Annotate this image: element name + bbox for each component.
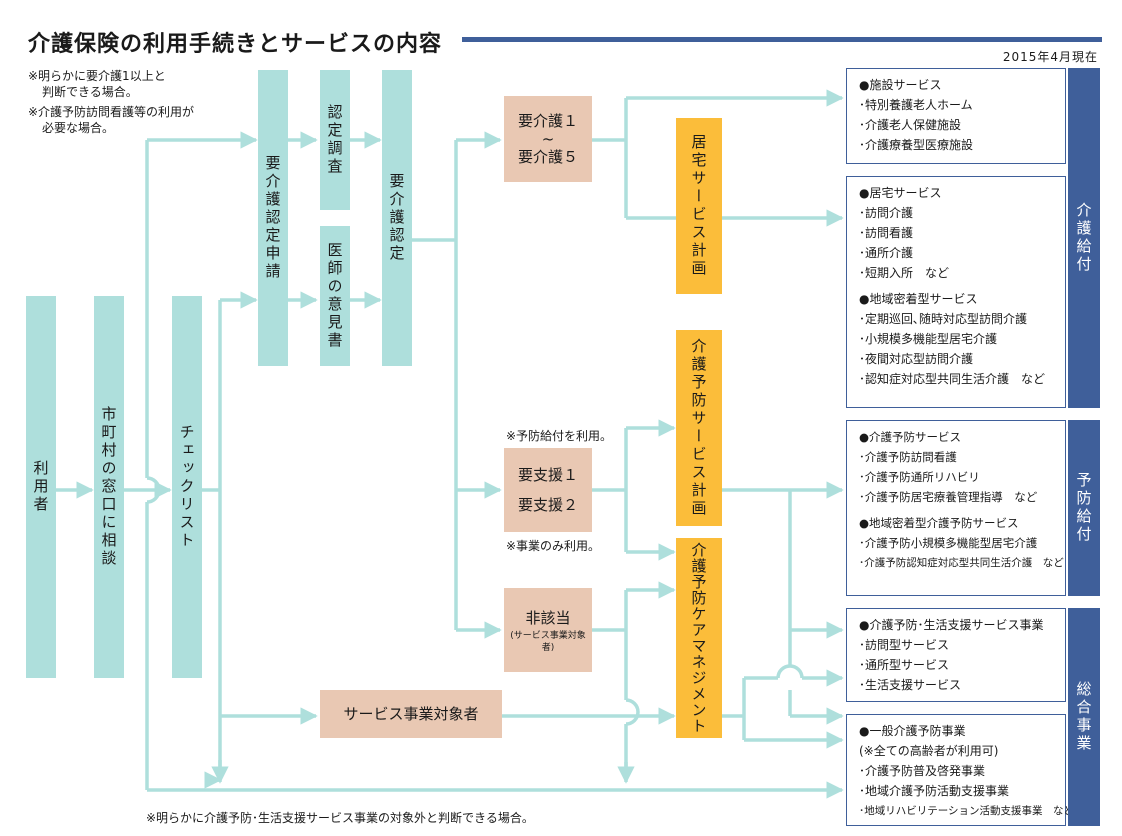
panel-item: ･介護老人保健施設 — [859, 118, 962, 132]
youshien-label: 要支援２ — [517, 496, 578, 514]
certification-box: 要介護認定 — [382, 70, 412, 366]
panel-heading: ●居宅サービス — [859, 186, 942, 200]
youshien-label: 要支援１ — [517, 466, 578, 484]
application-box: 要介護認定申請 — [258, 70, 288, 366]
panel-item: ･訪問型サービス — [859, 638, 950, 652]
higaitou-label: 非該当 — [525, 609, 571, 627]
higaitou-box: 非該当 (サービス事業対象者) — [504, 588, 592, 672]
panel-item: ･通所型サービス — [859, 658, 950, 672]
panel-item: ･地域介護予防活動支援事業 — [859, 784, 1010, 798]
panel-general-prevention: ●一般介護予防事業 (※全ての高齢者が利用可) ･介護予防普及啓発事業 ･地域介… — [846, 714, 1075, 826]
panel-item: ･通所介護 — [859, 246, 914, 260]
youshien-box: 要支援１ 要支援２ — [504, 448, 592, 532]
panel-heading: ●施設サービス — [859, 78, 942, 92]
panel-item: ･特別養護老人ホーム — [859, 98, 973, 112]
panel-item: ･生活支援サービス — [859, 678, 962, 692]
panel-heading: ●介護予防･生活支援サービス事業 — [859, 618, 1044, 632]
note-line: 必要な場合。 — [42, 121, 115, 135]
note-houmon: ※介護予防訪問看護等の利用が 必要な場合。 — [28, 104, 194, 136]
note-bottom: ※明らかに介護予防･生活支援サービス事業の対象外と判断できる場合。 — [146, 811, 534, 825]
panel-item: ･介護予防居宅療養管理指導 など — [859, 490, 1038, 504]
category-yobou-kyufu: 予防給付 — [1068, 420, 1100, 596]
panel-subheading: (※全ての高齢者が利用可) — [859, 744, 999, 758]
panel-item: ･訪問介護 — [859, 206, 914, 220]
panel-item: ･小規模多機能型居宅介護 — [859, 332, 998, 346]
panel-item: ･訪問看護 — [859, 226, 914, 240]
as-of-date: 2015年4月現在 — [1002, 50, 1098, 64]
panel-heading: ●地域密着型サービス — [859, 292, 978, 306]
panel-item: ･定期巡回､随時対応型訪問介護 — [859, 312, 1028, 326]
title-rule — [462, 37, 1102, 42]
panel-heading: ●一般介護予防事業 — [859, 724, 966, 738]
panel-item: ･介護予防認知症対応型共同生活介護 など — [859, 557, 1064, 569]
panel-item: ･介護療養型医療施設 — [859, 138, 974, 152]
panel-heading: ●介護予防サービス — [859, 430, 962, 444]
page-title: 介護保険の利用手続きとサービスの内容 — [28, 32, 443, 57]
panel-facility-services: ●施設サービス ･特別養護老人ホーム ･介護老人保健施設 ･介護療養型医療施設 — [846, 68, 1066, 164]
panel-home-services: ●居宅サービス ･訪問介護 ･訪問看護 ･通所介護 ･短期入所 など ●地域密着… — [846, 176, 1066, 408]
yokaigo-tilde: ~ — [541, 130, 555, 148]
panel-item: ･短期入所 など — [859, 266, 950, 280]
yokaigo-label: 要介護１ — [517, 112, 578, 130]
panel-item: ･介護予防普及啓発事業 — [859, 764, 986, 778]
doctor-opinion-box: 医師の意見書 — [320, 226, 350, 366]
panel-item: ･認知症対応型共同生活介護 など — [859, 372, 1046, 386]
yokaigo-label: 要介護５ — [517, 148, 578, 166]
care-management-box: 介護予防ケアマネジメント — [676, 538, 722, 738]
panel-item: ･地域リハビリテーション活動支援事業 など — [859, 805, 1075, 817]
user-box: 利用者 — [26, 296, 56, 678]
municipal-window-box: 市町村の窓口に相談 — [94, 296, 124, 678]
checklist-box: チェックリスト — [172, 296, 202, 678]
panel-item: ･介護予防訪問看護 — [859, 450, 957, 464]
panel-prevention-services: ●介護予防サービス ･介護予防訪問看護 ･介護予防通所リハビリ ･介護予防居宅療… — [846, 420, 1066, 596]
note-line: ※介護予防訪問看護等の利用が — [28, 105, 195, 119]
note-line: 判断できる場合。 — [42, 85, 138, 99]
panel-item: ･介護予防小規模多機能型居宅介護 — [859, 536, 1038, 550]
category-kaigo-kyufu: 介護給付 — [1068, 68, 1100, 408]
note-line: ※明らかに要介護1以上と — [28, 69, 166, 83]
panel-item: ･夜間対応型訪問介護 — [859, 352, 974, 366]
note-jigyou-nomi: ※事業のみ利用。 — [506, 539, 601, 553]
care-plan-box: 居宅サービス計画 — [676, 118, 722, 294]
panel-heading: ●地域密着型介護予防サービス — [859, 516, 1019, 530]
panel-item: ･介護予防通所リハビリ — [859, 470, 980, 484]
panel-life-support: ●介護予防･生活支援サービス事業 ･訪問型サービス ･通所型サービス ･生活支援… — [846, 608, 1066, 702]
category-sougou-jigyou: 総合事業 — [1068, 608, 1100, 826]
yokaigo-box: 要介護１ ~ 要介護５ — [504, 96, 592, 182]
survey-box: 認定調査 — [320, 70, 350, 210]
higaitou-sub-label: (サービス事業対象者) — [510, 631, 586, 653]
note-yokaigo: ※明らかに要介護1以上と 判断できる場合。 — [28, 68, 166, 100]
prevention-plan-box: 介護予防サービス計画 — [676, 330, 722, 526]
note-yobou-kyufu: ※予防給付を利用。 — [506, 429, 613, 443]
service-target-box: サービス事業対象者 — [320, 690, 502, 738]
